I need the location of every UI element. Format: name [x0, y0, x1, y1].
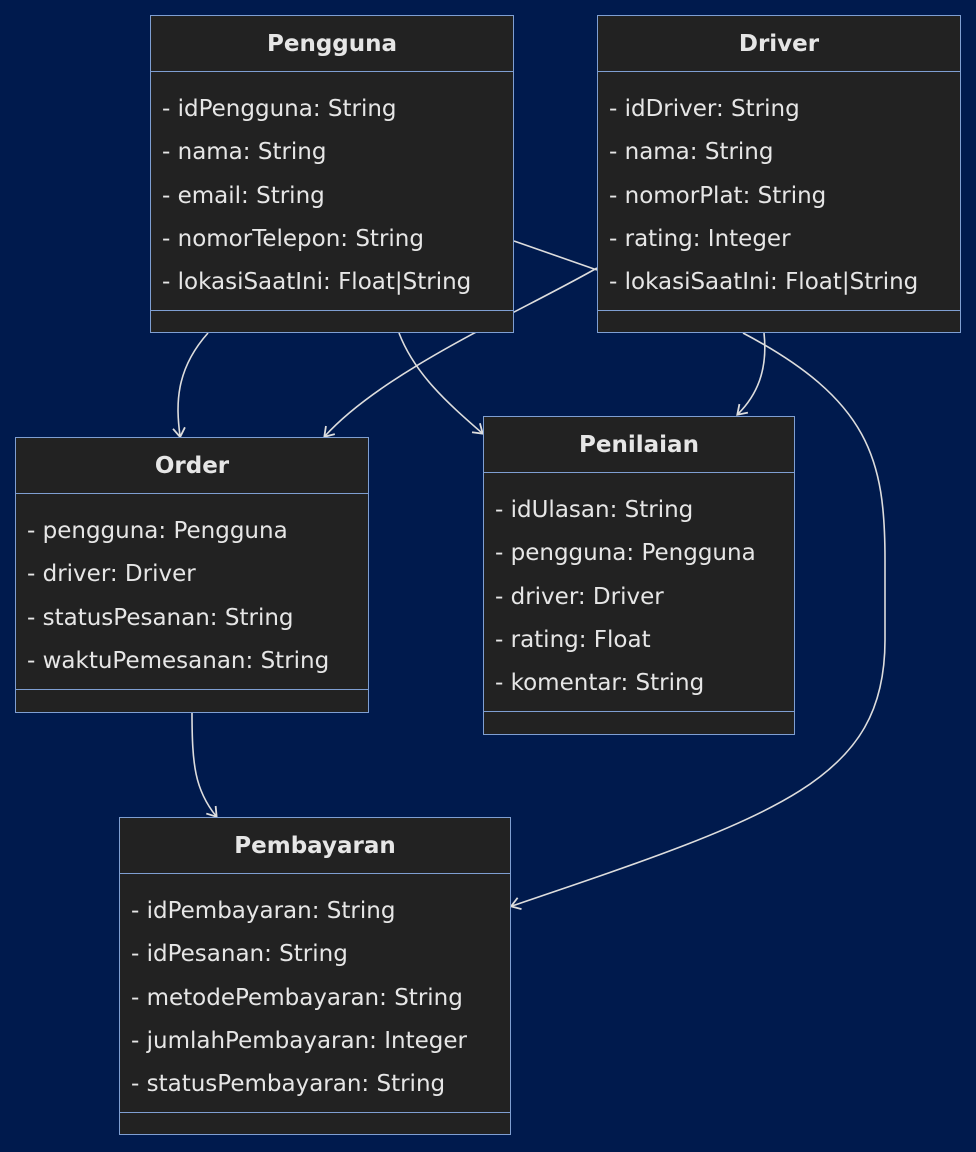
attribute: - pengguna: Pengguna [495, 540, 756, 567]
attribute: - waktuPemesanan: String [27, 647, 330, 674]
class-pembayaran[interactable]: Pembayaran - idPembayaran: String - idPe… [119, 817, 511, 1135]
attribute: - email: String [162, 182, 325, 209]
attribute: - statusPembayaran: String [131, 1071, 446, 1098]
attribute-list: - idUlasan: String - pengguna: Pengguna … [484, 473, 794, 713]
attribute: - pengguna: Pengguna [27, 518, 288, 544]
class-title: Driver [598, 16, 960, 72]
edge-driver-penilaian [736, 332, 766, 416]
class-driver[interactable]: Driver - idDriver: String - nama: String… [597, 15, 961, 333]
class-order[interactable]: Order - pengguna: Pengguna - driver: Dri… [15, 437, 369, 713]
attribute: - idDriver: String [609, 96, 800, 122]
attribute: - driver: Driver [27, 561, 196, 588]
attribute: - rating: Float [495, 626, 651, 653]
attribute-list: - pengguna: Pengguna - driver: Driver - … [16, 494, 368, 691]
attribute: - nomorPlat: String [609, 182, 827, 209]
class-title: Order [16, 438, 368, 494]
method-list [120, 1113, 510, 1129]
attribute: - statusPesanan: String [27, 604, 294, 631]
attribute: - driver: Driver [495, 583, 664, 610]
attribute: - nama: String [162, 139, 327, 166]
attribute: - idPesanan: String [131, 941, 348, 968]
attribute: - idPembayaran: String [131, 898, 396, 924]
edge-pengguna-driver [513, 240, 598, 271]
attribute-list: - idPengguna: String - nama: String - em… [151, 72, 513, 312]
attribute: - nama: String [609, 139, 774, 166]
attribute: - lokasiSaatIni: Float|String [162, 269, 472, 296]
class-title: Penilaian [484, 417, 794, 473]
class-penilaian[interactable]: Penilaian - idUlasan: String - pengguna:… [483, 416, 795, 735]
attribute: - lokasiSaatIni: Float|String [609, 269, 919, 296]
class-title: Pembayaran [120, 818, 510, 874]
attribute: - nomorTelepon: String [162, 225, 424, 252]
method-list [151, 311, 513, 327]
class-pengguna[interactable]: Pengguna - idPengguna: String - nama: St… [150, 15, 514, 333]
attribute: - komentar: String [495, 670, 705, 697]
edge-order-pembayaran [191, 711, 218, 819]
edge-pengguna-order [172, 332, 209, 439]
attribute: - rating: Integer [609, 225, 791, 252]
attribute: - metodePembayaran: String [131, 984, 463, 1011]
attribute: - jumlahPembayaran: Integer [131, 1027, 467, 1054]
attribute-list: - idPembayaran: String - idPesanan: Stri… [120, 874, 510, 1114]
method-list [484, 712, 794, 728]
edge-pengguna-penilaian [398, 332, 484, 435]
method-list [16, 690, 368, 706]
attribute: - idPengguna: String [162, 96, 397, 122]
class-title: Pengguna [151, 16, 513, 72]
attribute: - idUlasan: String [495, 497, 694, 523]
attribute-list: - idDriver: String - nama: String - nomo… [598, 72, 960, 312]
method-list [598, 311, 960, 327]
